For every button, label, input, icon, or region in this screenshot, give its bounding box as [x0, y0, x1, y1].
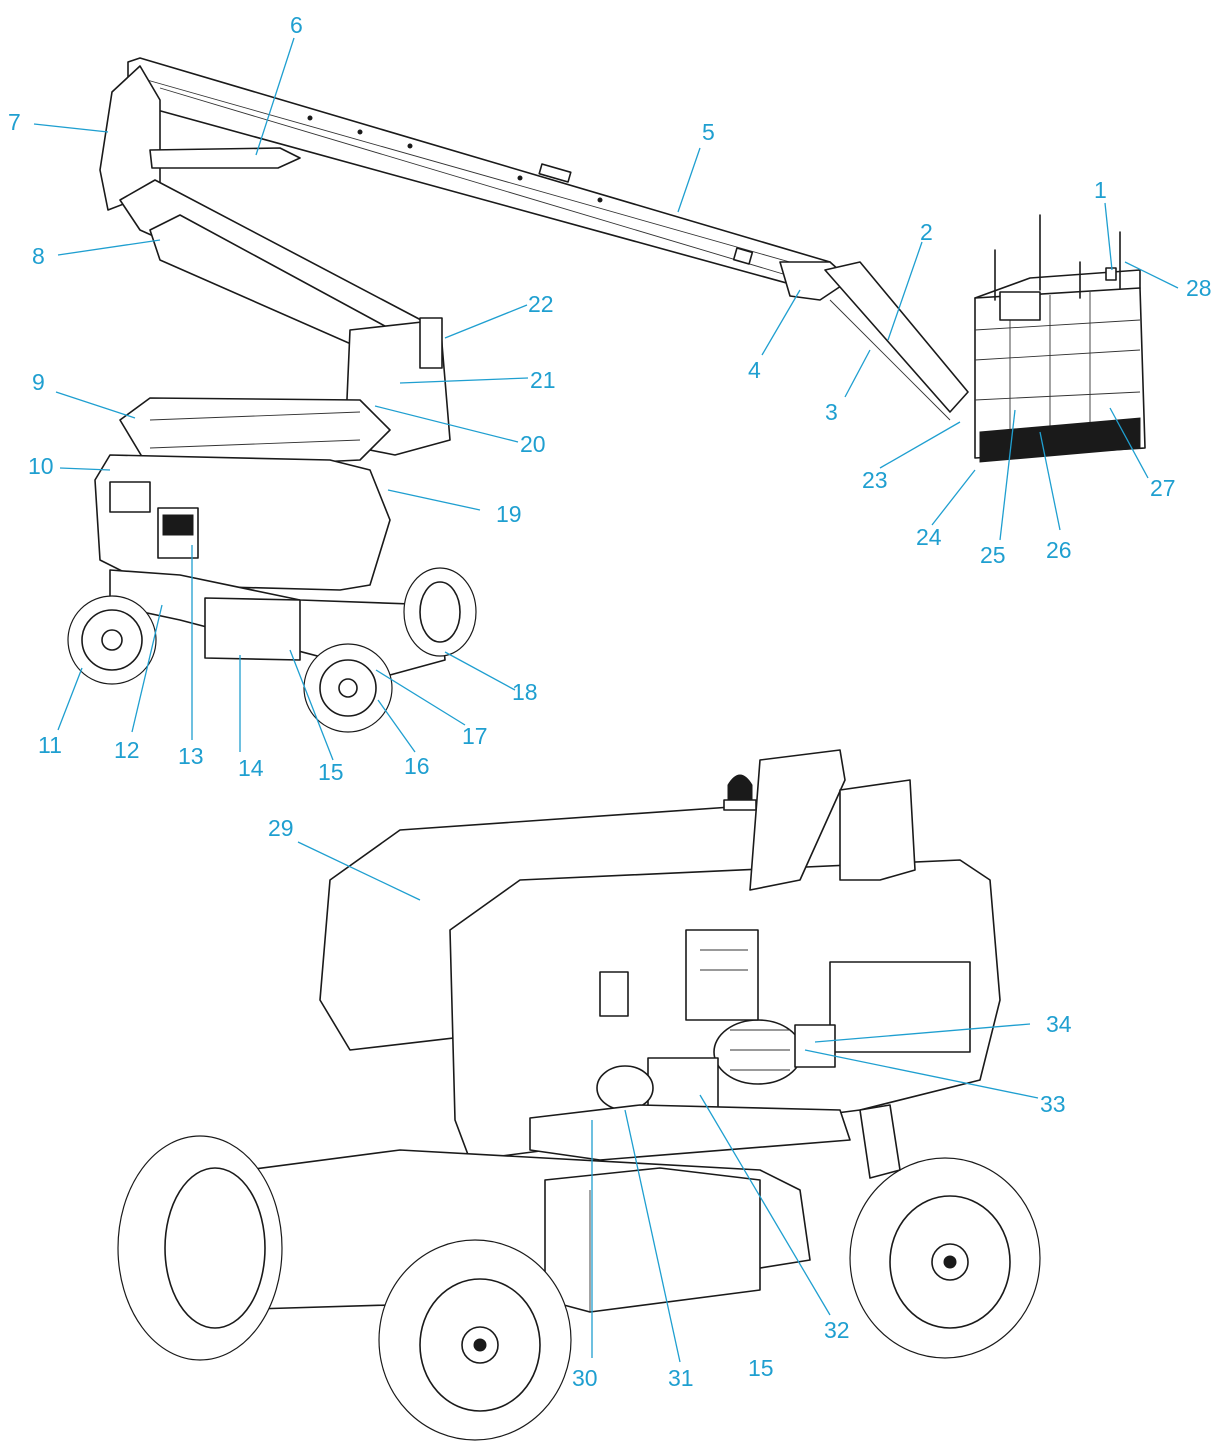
callout-9: 9	[32, 369, 45, 395]
callout-15: 15	[318, 759, 344, 785]
callout-13: 13	[178, 743, 204, 769]
platform-basket	[974, 214, 1146, 463]
platform-control-box	[999, 291, 1041, 321]
callout-32: 32	[824, 1317, 850, 1343]
callout-26: 26	[1046, 537, 1072, 563]
callout-14: 14	[238, 755, 264, 781]
platform-floor-mat	[979, 417, 1141, 463]
battery-box	[544, 1167, 761, 1313]
riser-post-rear	[749, 749, 846, 891]
callout-34: 34	[1046, 1011, 1072, 1037]
callout-25: 25	[980, 542, 1006, 568]
beacon-light-icon	[723, 774, 757, 811]
turntable-cover	[94, 454, 391, 591]
axle-pivot	[859, 1104, 901, 1179]
callout-28: 28	[1186, 275, 1212, 301]
callout-31: 31	[668, 1365, 694, 1391]
callout-20: 20	[520, 431, 546, 457]
callout-6: 6	[290, 12, 303, 38]
motor-controller	[647, 1057, 719, 1109]
callout-2: 2	[920, 219, 933, 245]
hydraulic-pump	[794, 1024, 836, 1068]
chassis-detail-view	[117, 749, 1041, 1441]
riser-post-front	[839, 779, 916, 881]
relay-box	[599, 971, 629, 1017]
callout-16: 16	[404, 753, 430, 779]
wheel-front-left-large	[378, 1239, 572, 1441]
battery-box-top	[204, 597, 301, 661]
callout-27: 27	[1150, 475, 1176, 501]
control-module	[685, 929, 759, 1021]
callout-33: 33	[1040, 1091, 1066, 1117]
callout-22: 22	[528, 291, 554, 317]
callout-21: 21	[530, 367, 556, 393]
callout-15b: 15	[748, 1355, 774, 1381]
callout-29: 29	[268, 815, 294, 841]
jib-boom	[824, 261, 969, 413]
callout-11: 11	[38, 732, 62, 758]
callout-23: 23	[862, 467, 888, 493]
callout-3: 3	[825, 399, 838, 425]
callout-30: 30	[572, 1365, 598, 1391]
hydraulic-tank	[829, 961, 971, 1053]
wheel-rear-left-large	[117, 1135, 283, 1361]
master-cylinder	[149, 147, 301, 169]
wheel-front-left	[303, 643, 393, 733]
electric-motor	[713, 1019, 803, 1085]
drive-motor	[596, 1065, 654, 1111]
valve-block	[109, 481, 151, 513]
callout-24: 24	[916, 524, 942, 550]
wheel-front-right-large	[849, 1157, 1041, 1359]
boom-holes	[307, 115, 754, 265]
callout-18: 18	[512, 679, 538, 705]
callout-17: 17	[462, 723, 488, 749]
callout-19: 19	[496, 501, 522, 527]
callout-1: 1	[1094, 177, 1107, 203]
wheel-rear-left	[67, 595, 157, 685]
callout-12: 12	[114, 737, 140, 763]
callout-leaders	[33, 37, 1179, 1363]
callout-7: 7	[8, 109, 21, 135]
callout-5: 5	[702, 119, 715, 145]
callout-4: 4	[748, 357, 761, 383]
callout-8: 8	[32, 243, 45, 269]
component-tray	[529, 1104, 851, 1161]
boom-lift-overview	[67, 57, 1146, 733]
callout-numbers: 1 2 3 4 5 6 7 8 9 10 11 12 13 14 15 16 1…	[8, 12, 1212, 1391]
wheel-rear-right	[403, 567, 477, 657]
callout-10: 10	[28, 453, 54, 479]
